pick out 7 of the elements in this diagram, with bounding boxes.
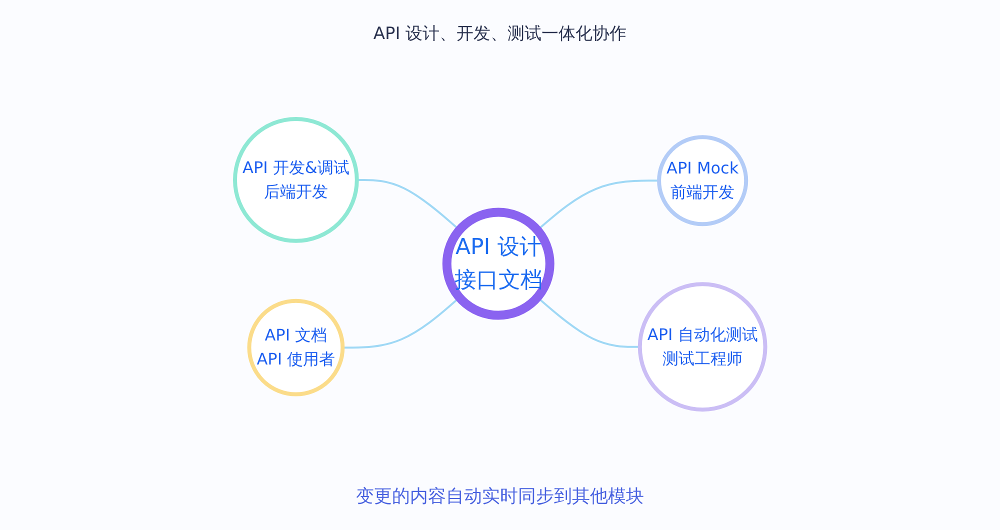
node-circle: API 文档 API 使用者 [247,299,344,396]
node-circle: API Mock 前端开发 [656,135,748,226]
node-circle: API 自动化测试 测试工程师 [638,282,768,412]
diagram-title: API 设计、开发、测试一体化协作 [373,23,627,45]
node-circle: API 设计 接口文档 [442,208,554,320]
node-circle: API 开发&调试 后端开发 [232,117,359,244]
diagram-caption: 变更的内容自动实时同步到其他模块 [356,485,644,508]
